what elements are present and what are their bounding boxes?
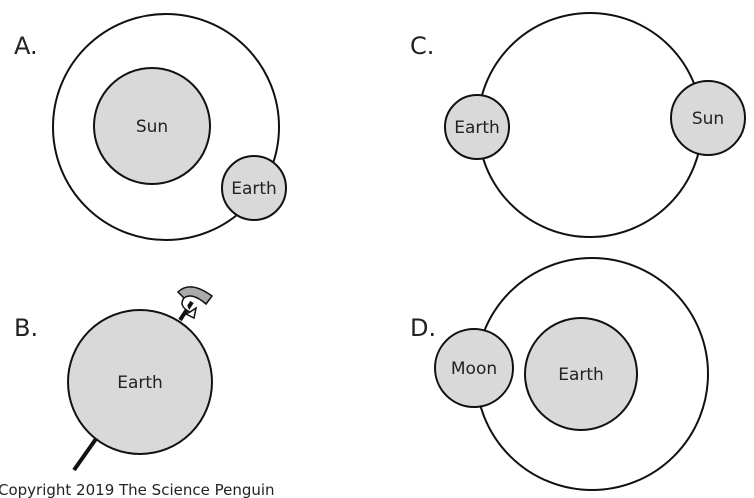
panel-b: B. Earth Copyright 2019 The Science Peng…	[0, 286, 275, 498]
sun-circle	[93, 67, 211, 185]
sun-label: Sun	[136, 117, 168, 137]
panel-b-label: B.	[14, 314, 38, 342]
earth-circle	[524, 317, 638, 431]
earth-circle	[221, 155, 287, 221]
earth-axis-top	[178, 300, 194, 322]
panel-a: A. Sun Earth	[14, 13, 287, 241]
earth-circle	[444, 94, 510, 160]
moon-circle	[434, 328, 514, 408]
copyright-text: Copyright 2019 The Science Penguin	[0, 481, 275, 498]
moon-label: Moon	[451, 359, 497, 379]
sun-label: Sun	[692, 109, 724, 129]
rotation-arrow-icon	[176, 286, 214, 320]
earth-label: Earth	[231, 179, 277, 199]
earth-axis-bottom	[72, 434, 100, 472]
orbit-circle	[477, 12, 703, 238]
earth-label: Earth	[454, 118, 500, 138]
panel-c-label: C.	[410, 32, 434, 60]
panel-a-label: A.	[14, 32, 38, 60]
panel-d: D. Moon Earth	[410, 257, 709, 491]
panel-c: C. Earth Sun	[410, 12, 746, 238]
earth-circle	[67, 309, 213, 455]
orbit-circle	[52, 13, 280, 241]
earth-label: Earth	[117, 373, 163, 393]
panel-d-label: D.	[410, 314, 436, 342]
sun-circle	[670, 80, 746, 156]
earth-label: Earth	[558, 365, 604, 385]
